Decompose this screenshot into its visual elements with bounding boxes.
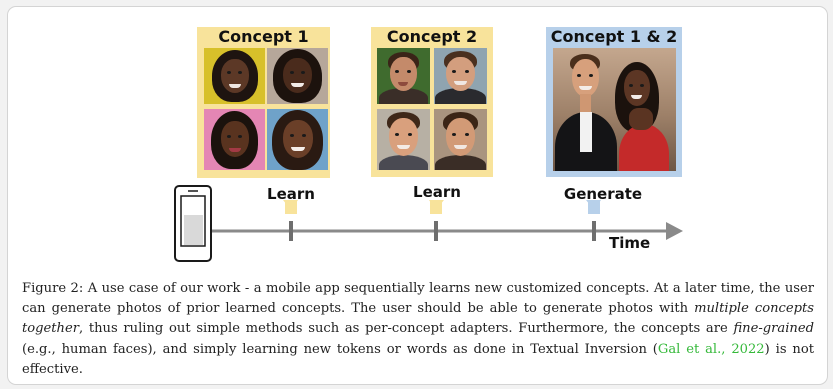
caption-emphasis-2: fine-grained — [733, 321, 814, 337]
caption-text-3: (e.g., human faces), and simply learning… — [22, 341, 658, 357]
couple-generated-photo — [553, 48, 676, 171]
generate-label: Generate — [563, 185, 643, 203]
woman-portrait-2 — [267, 48, 328, 104]
caption-text-4: ) is not effective. — [22, 341, 814, 377]
man-portrait-1 — [377, 48, 430, 104]
figure-2: Concept 1 Concept 2 Concept 1 & 2 — [8, 7, 827, 269]
concept-1-2-title: Concept 1 & 2 — [550, 27, 678, 46]
figure-caption: Figure 2: A use case of our work - a mob… — [22, 279, 814, 380]
caption-text-1: Figure 2: A use case of our work - a mob… — [22, 281, 814, 317]
callout-stem-3 — [588, 200, 600, 214]
concept-2-title: Concept 2 — [386, 27, 478, 46]
learn-label-2: Learn — [413, 183, 461, 201]
citation-link[interactable]: Gal et al., 2022 — [657, 341, 765, 357]
figure-card: Concept 1 Concept 2 Concept 1 & 2 — [7, 6, 828, 385]
man-portrait-3 — [377, 109, 430, 170]
man-portrait-2 — [434, 48, 487, 104]
callout-stem-1 — [285, 200, 297, 214]
callout-stem-2 — [430, 200, 442, 214]
time-axis-label: Time — [609, 234, 651, 252]
woman-portrait-3 — [204, 109, 265, 170]
woman-portrait-1 — [204, 48, 265, 104]
learn-label-1: Learn — [267, 185, 315, 203]
woman-portrait-4 — [267, 109, 328, 170]
man-portrait-4 — [434, 109, 487, 170]
caption-emphasis-1: multiple concepts together — [22, 301, 814, 337]
concept-1-title: Concept 1 — [218, 27, 309, 46]
caption-text-2: , thus ruling out simple methods such as… — [78, 321, 734, 337]
timeline-arrowhead — [666, 222, 683, 240]
smartphone-icon — [174, 185, 212, 262]
